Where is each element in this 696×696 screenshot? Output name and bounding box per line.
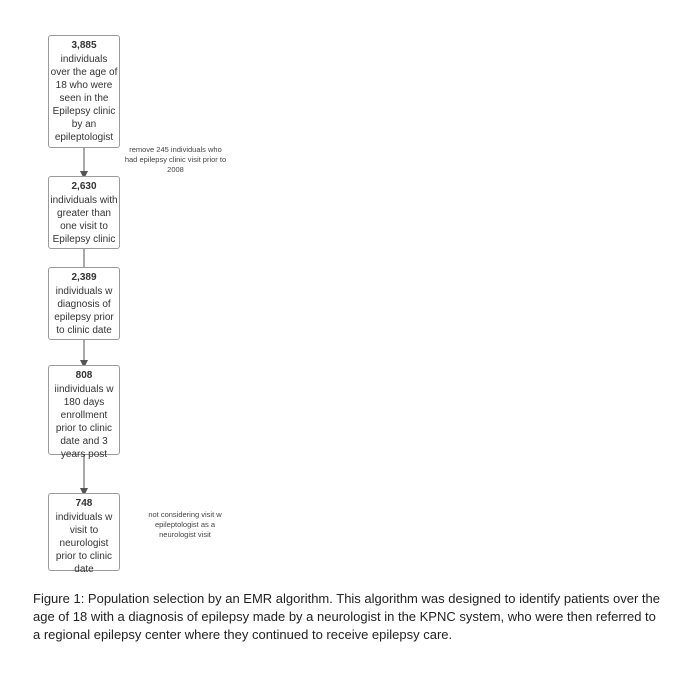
box-1-text: individuals over the age of 18 who were … bbox=[50, 54, 118, 143]
box-5-count: 748 bbox=[75, 498, 93, 509]
box-2-text: individuals with greater than one visit … bbox=[50, 195, 118, 245]
box-4-count: 808 bbox=[75, 370, 93, 381]
box-1-count: 3,885 bbox=[71, 40, 97, 51]
neurologist-note: not considering visit w epileptologist a… bbox=[142, 510, 228, 540]
flow-box-4: 808 iindividuals w 180 days enrollment p… bbox=[48, 365, 120, 460]
box-2-count: 2,630 bbox=[71, 181, 97, 192]
flow-box-5: 748 individuals w visit to neurologist p… bbox=[48, 493, 120, 575]
flow-box-3: 2,389 individuals w diagnosis of epileps… bbox=[48, 267, 120, 340]
flow-box-2: 2,630 individuals with greater than one … bbox=[48, 176, 120, 249]
flow-box-1: 3,885 individuals over the age of 18 who… bbox=[48, 35, 120, 148]
box-4-text: iindividuals w 180 days enrollment prior… bbox=[54, 384, 114, 460]
exclusion-note-text: remove 245 individuals who had epilepsy … bbox=[124, 145, 227, 174]
box-3-count: 2,389 bbox=[71, 272, 97, 283]
neurologist-note-text: not considering visit w epileptologist a… bbox=[148, 510, 222, 539]
box-3-text: individuals w diagnosis of epilepsy prio… bbox=[54, 286, 114, 336]
exclusion-note: remove 245 individuals who had epilepsy … bbox=[123, 145, 228, 175]
box-5-text: individuals w visit to neurologist prior… bbox=[55, 512, 113, 575]
figure-caption: Figure 1: Population selection by an EMR… bbox=[33, 591, 660, 642]
